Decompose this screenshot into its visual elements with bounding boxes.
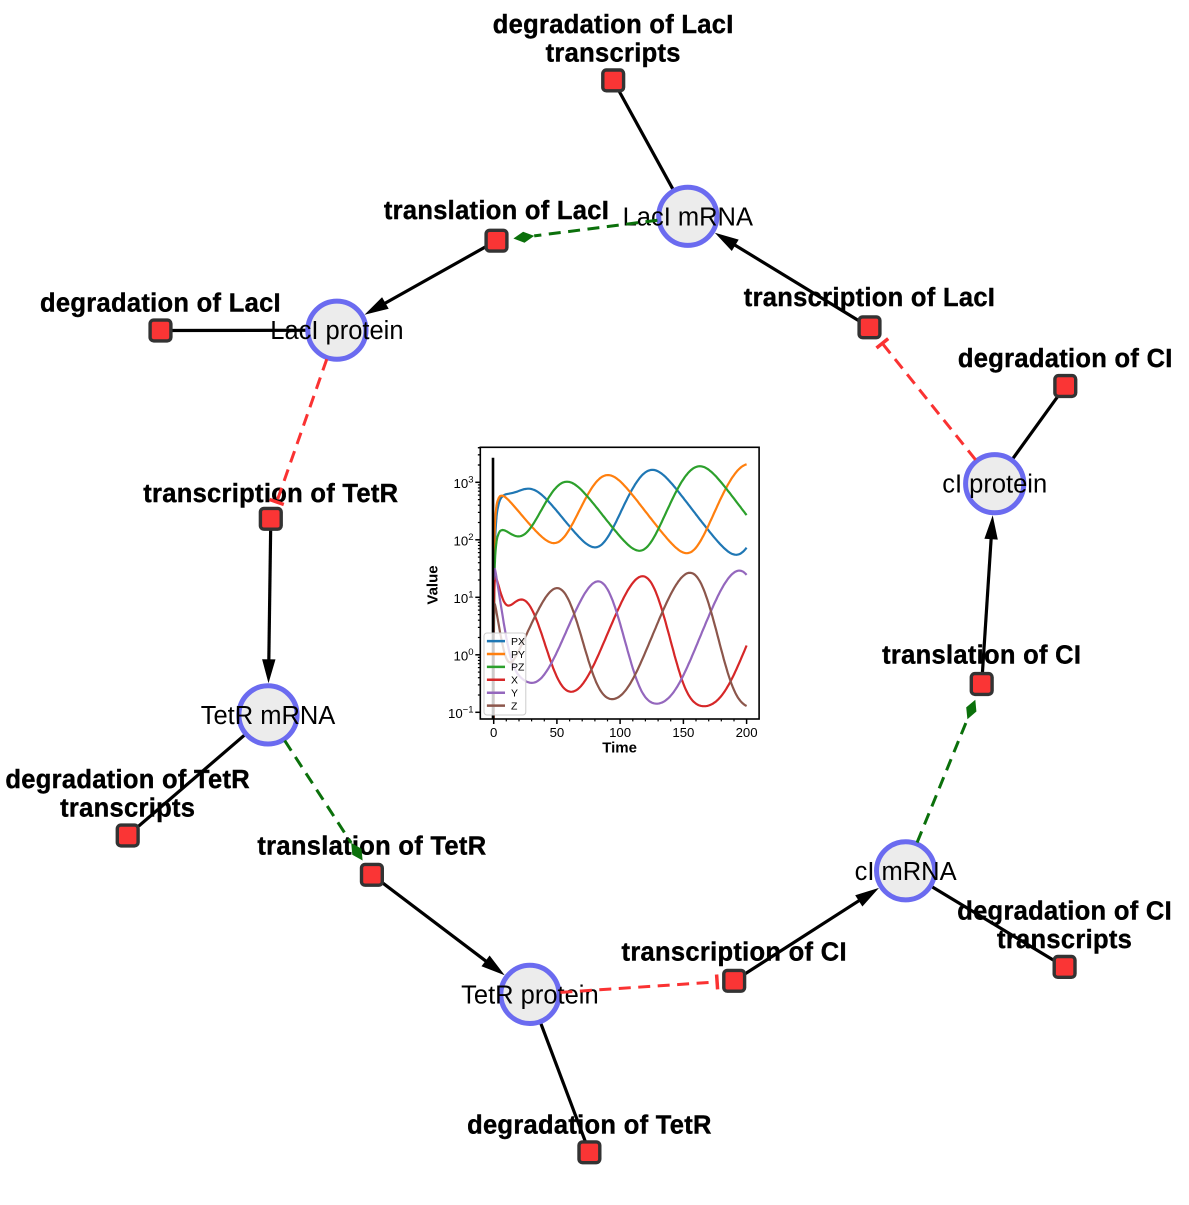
svg-text:transcription of LacI: transcription of LacI (744, 284, 995, 312)
svg-text:translation of CI: translation of CI (882, 642, 1081, 670)
svg-text:transcripts: transcripts (997, 926, 1132, 954)
svg-text:degradation of LacI: degradation of LacI (40, 290, 281, 318)
svg-text:degradation of TetR: degradation of TetR (467, 1111, 712, 1139)
svg-text:TetR mRNA: TetR mRNA (201, 702, 336, 730)
svg-text:100: 100 (609, 725, 631, 740)
svg-text:200: 200 (736, 725, 758, 740)
svg-text:transcription of CI: transcription of CI (622, 939, 847, 967)
svg-text:transcripts: transcripts (546, 39, 681, 67)
svg-text:50: 50 (550, 725, 565, 740)
svg-text:150: 150 (672, 725, 694, 740)
svg-text:degradation of CI: degradation of CI (958, 345, 1173, 373)
svg-text:cI mRNA: cI mRNA (855, 858, 957, 886)
svg-text:transcripts: transcripts (60, 795, 195, 823)
svg-text:Y: Y (511, 688, 518, 700)
svg-text:Value: Value (425, 565, 442, 604)
svg-text:LacI mRNA: LacI mRNA (623, 203, 753, 231)
svg-text:transcription of TetR: transcription of TetR (143, 480, 398, 508)
svg-text:translation of LacI: translation of LacI (384, 197, 609, 225)
svg-text:TetR protein: TetR protein (461, 981, 599, 1009)
svg-text:cI protein: cI protein (942, 471, 1047, 499)
svg-text:X: X (511, 675, 518, 687)
svg-text:LacI protein: LacI protein (270, 317, 403, 345)
svg-text:0: 0 (490, 725, 497, 740)
svg-text:degradation of CI: degradation of CI (957, 897, 1172, 925)
svg-text:Z: Z (511, 700, 518, 712)
svg-text:PZ: PZ (511, 662, 525, 674)
svg-text:degradation of TetR: degradation of TetR (5, 766, 250, 794)
svg-text:translation of TetR: translation of TetR (257, 833, 486, 861)
svg-text:degradation of LacI: degradation of LacI (493, 11, 734, 39)
svg-text:PX: PX (511, 636, 525, 648)
svg-text:Time: Time (602, 740, 637, 757)
svg-text:PY: PY (511, 649, 525, 661)
